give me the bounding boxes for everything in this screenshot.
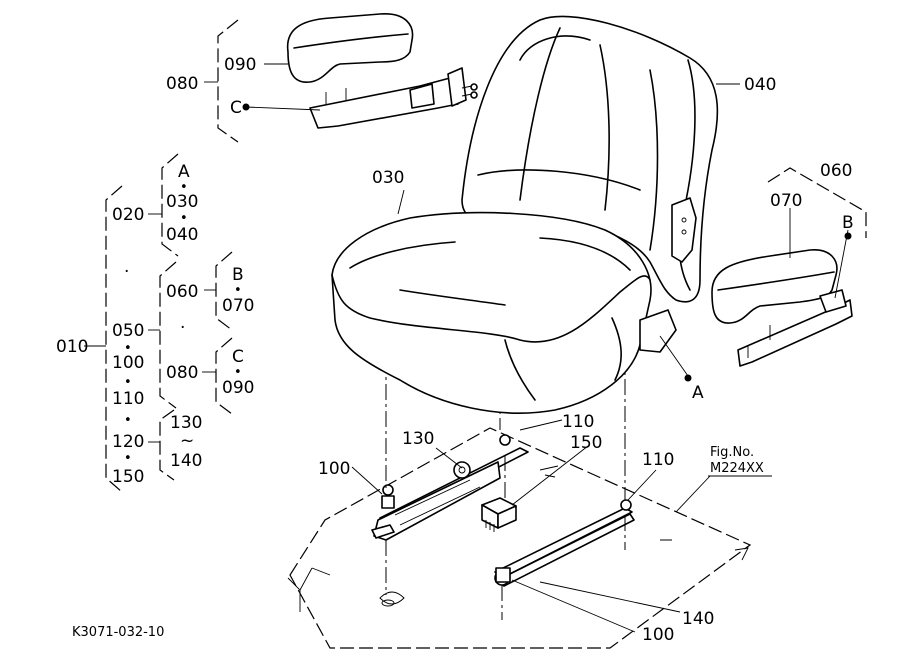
ref-c-tree: C [232, 347, 244, 367]
label-090-top: 090 [224, 55, 256, 75]
label-130: 130 [402, 429, 434, 449]
label-100-left: 100 [112, 353, 144, 373]
label-tilde: ~ [180, 431, 194, 451]
left-slide-rail [371, 434, 529, 541]
label-130-tree: 130 [170, 413, 202, 433]
dot-100-110: • [124, 375, 132, 390]
dot-b-070: • [234, 283, 242, 298]
ref-b: B [842, 213, 854, 233]
part-tree-brackets [84, 19, 867, 493]
label-070: 070 [770, 191, 802, 211]
label-070-tree: 070 [222, 296, 254, 316]
label-100-b: 100 [642, 625, 674, 645]
label-040-tree: 040 [166, 225, 198, 245]
label-030-tree: 030 [166, 192, 198, 212]
dot-110-120: • [124, 413, 132, 428]
label-100-a: 100 [318, 459, 350, 479]
label-080-tree: 080 [166, 363, 198, 383]
label-020: 020 [112, 205, 144, 225]
label-030: 030 [372, 168, 404, 188]
label-mid-dot-2: . [180, 313, 185, 333]
label-150-left: 150 [112, 467, 144, 487]
label-110-left: 110 [112, 389, 144, 409]
label-060: 060 [820, 161, 852, 181]
label-110-b: 110 [642, 450, 674, 470]
left-armrest [286, 13, 478, 129]
fig-no-label: Fig.No. [710, 445, 754, 460]
label-060-tree: 060 [166, 282, 198, 302]
label-mid-dot-1: . [124, 257, 129, 277]
seat-back [461, 15, 719, 303]
label-140-tree: 140 [170, 451, 202, 471]
label-110-a: 110 [562, 412, 594, 432]
label-120: 120 [112, 432, 144, 452]
label-140: 140 [682, 609, 714, 629]
ref-b-tree: B [232, 265, 244, 285]
right-slide-rail [494, 499, 635, 587]
dot-050-100: • [124, 341, 132, 356]
label-080-top: 080 [166, 74, 198, 94]
switch-150 [481, 497, 517, 532]
label-010: 010 [56, 337, 88, 357]
leader-lines [245, 63, 849, 633]
label-090-tree: 090 [222, 378, 254, 398]
ref-dot-a [684, 374, 692, 382]
label-050: 050 [112, 321, 144, 341]
label-040: 040 [744, 75, 776, 95]
ref-a: A [692, 383, 704, 403]
ref-dot-c [242, 103, 250, 111]
fig-no-value: M224XX [710, 461, 764, 476]
drawing-code: K3071-032-10 [72, 625, 164, 640]
seat-cushion [331, 211, 677, 414]
right-armrest [711, 249, 853, 367]
dot-030-040: • [180, 211, 188, 226]
ref-dot-b [844, 232, 852, 240]
floor-plate [287, 427, 752, 649]
dot-a-030: • [180, 180, 188, 195]
ref-a-tree: A [178, 162, 190, 182]
dot-c-090: • [234, 365, 242, 380]
dot-120-150: • [124, 451, 132, 466]
label-150: 150 [570, 433, 602, 453]
ref-c-top: C [230, 98, 242, 118]
